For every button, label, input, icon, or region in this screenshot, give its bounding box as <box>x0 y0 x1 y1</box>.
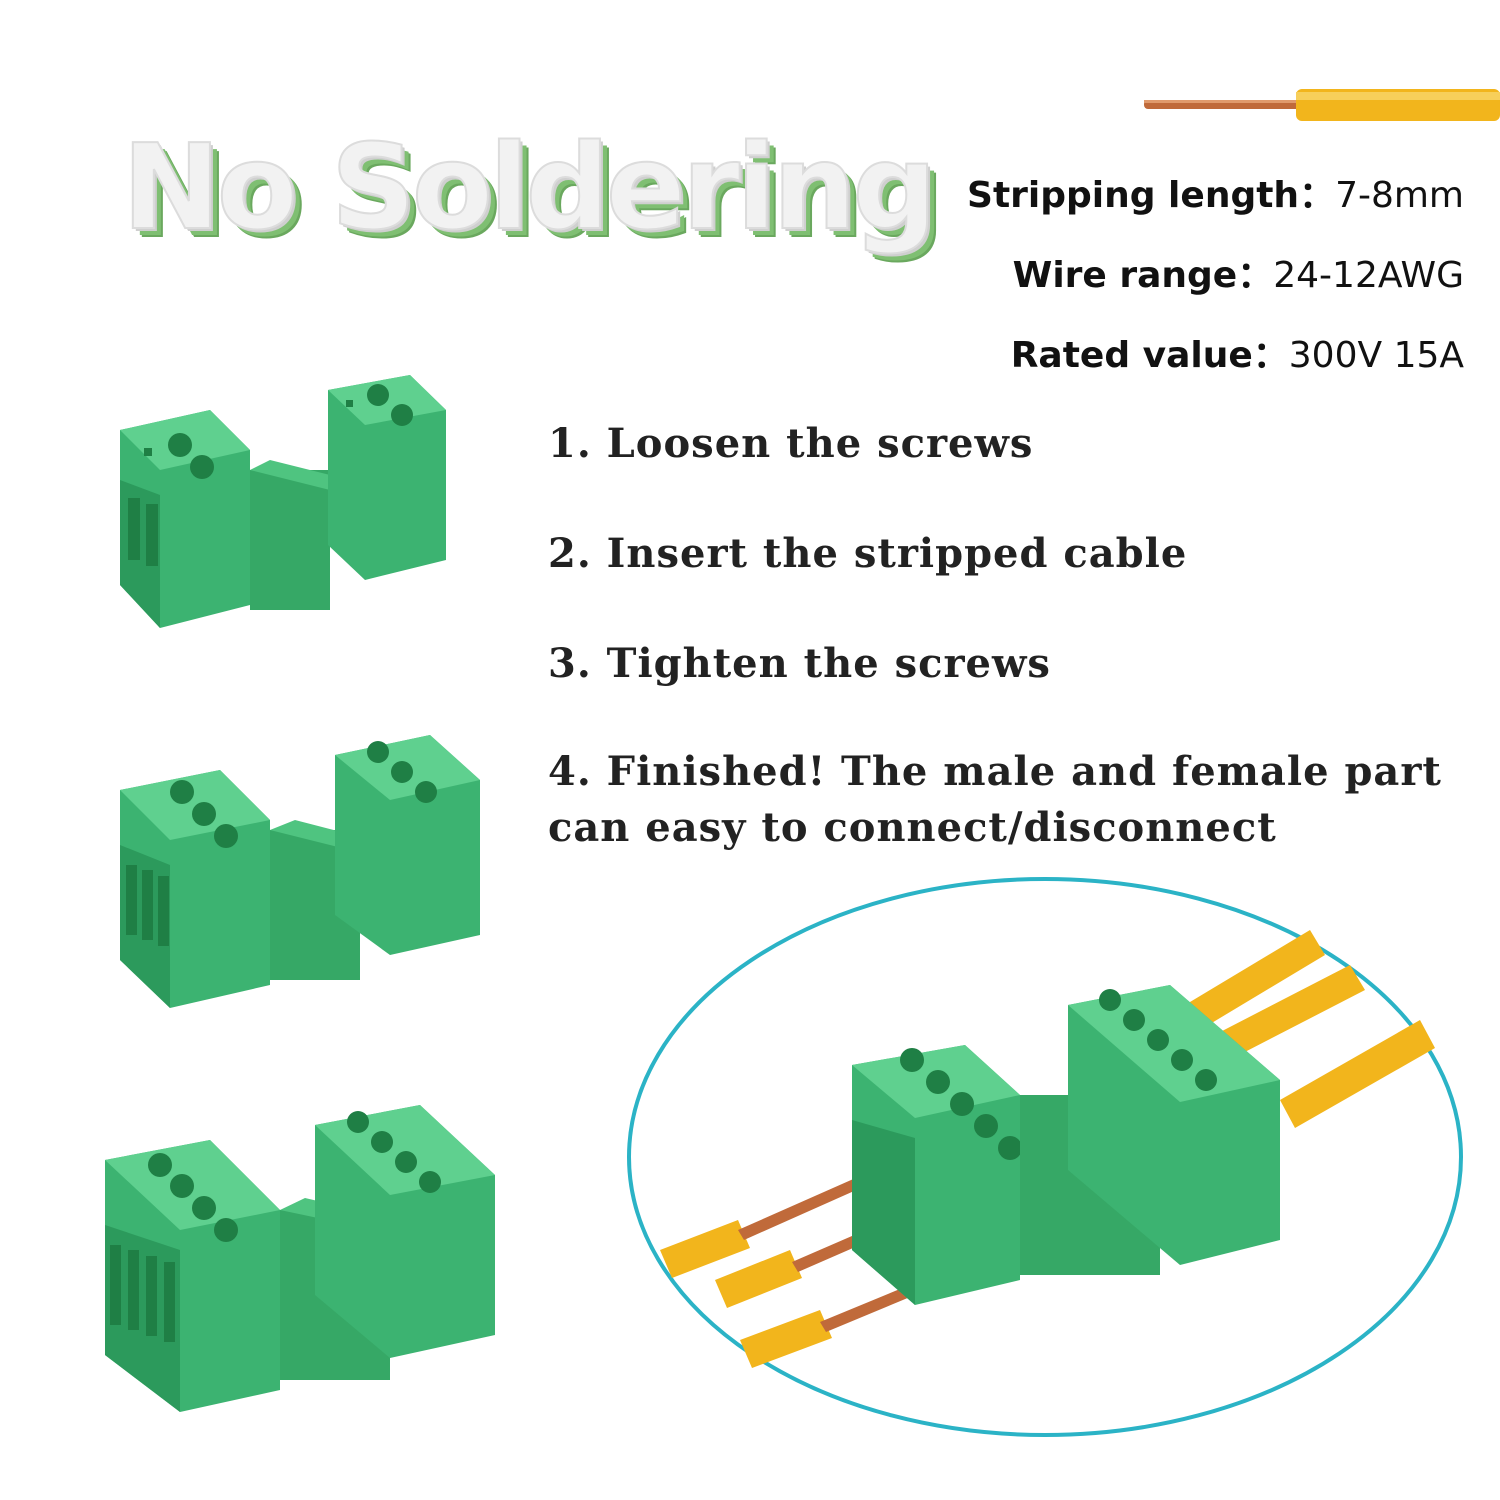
spec-stripping-length: Stripping length：7-8mm <box>967 166 1464 218</box>
step-4-line-1: 4. Finished! The male and female part <box>548 748 1442 795</box>
spec-value: 7-8mm <box>1335 175 1464 216</box>
spec-wire-range: Wire range：24-12AWG <box>1013 246 1464 298</box>
stripped-wire-illustration <box>1144 89 1500 121</box>
spec-value: 24-12AWG <box>1273 255 1464 296</box>
connector-4pin-image <box>105 1105 495 1412</box>
step-4: 4. Finished! The male and female part ca… <box>548 744 1442 856</box>
spec-label: Stripping length： <box>967 175 1336 216</box>
step-2: 2. Insert the stripped cable <box>548 530 1188 577</box>
step-4-line-2: can easy to connect/disconnect <box>548 804 1277 851</box>
spec-label: Rated value： <box>1010 335 1289 376</box>
step-1: 1. Loosen the screws <box>548 420 1034 467</box>
assembled-connector-circle-image <box>627 877 1463 1437</box>
connector-3pin-image <box>120 735 480 1008</box>
spec-value: 300V 15A <box>1288 335 1464 376</box>
headline: No Soldering <box>121 117 938 257</box>
spec-rated-value: Rated value：300V 15A <box>1011 326 1464 378</box>
step-3: 3. Tighten the screws <box>548 640 1051 687</box>
spec-label: Wire range： <box>1012 255 1274 296</box>
connector-2pin-image <box>120 375 446 628</box>
